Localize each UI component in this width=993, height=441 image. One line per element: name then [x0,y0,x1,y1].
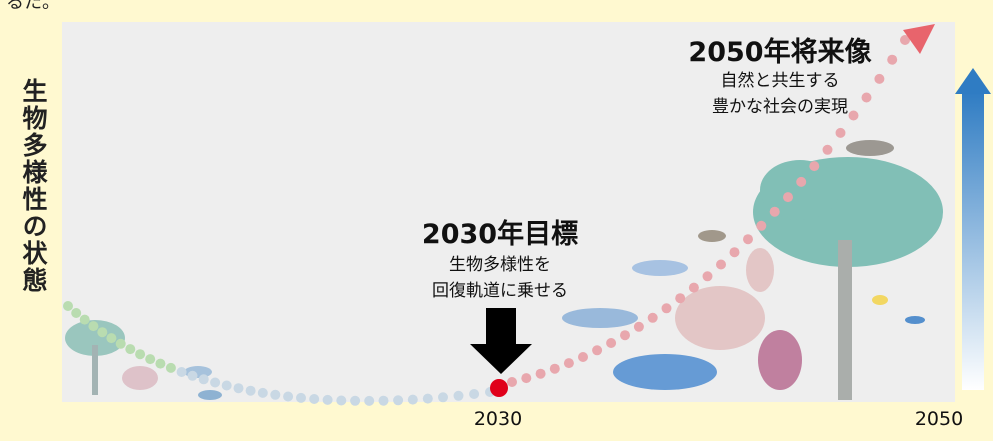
curve-dot [507,377,517,387]
curve-dot [245,385,256,396]
goal-2030-subtitle-line2: 回復軌道に乗せる [432,281,568,301]
target-2030-marker [490,379,508,397]
curve-dot [549,363,560,374]
curve-dot [364,395,375,406]
curve-dot [469,389,480,399]
curve-dot [438,392,448,403]
goal-2030-title: 2030年目標 [421,219,579,250]
curve-dot [115,338,126,349]
curve-dot [233,383,244,394]
decline-dots [176,367,495,406]
curve-dot [835,127,846,138]
trend-arrow-icon [903,24,935,54]
curve-dot [221,380,232,391]
recovery-dots [507,35,910,387]
curve-dot [453,390,464,401]
curve-dot [322,394,333,405]
curve-dot [661,303,672,314]
curve-dot [756,220,767,231]
curve-dot [822,144,833,155]
curve-dot [106,333,117,344]
curve-dot [606,338,617,348]
curve-dot [716,259,726,270]
curve-dot [620,330,630,341]
curve-dot [88,321,99,332]
curve-dot [350,395,361,406]
curve-dot [848,110,859,121]
goal-2030-subtitle-line1: 生物多様性を [449,255,551,275]
right-wildlife-illustration [562,140,943,400]
curve-dot [578,352,588,362]
curve-dot [874,73,885,84]
curve-dot [198,374,209,385]
curve-dot [796,176,807,187]
curve-dot [155,358,166,369]
x-tick-2050: 2050 [914,408,964,430]
x-tick-2030: 2030 [473,408,523,430]
curve-dot [729,247,740,258]
curve-dot [79,314,90,325]
curve-dot [63,301,73,311]
curve-dot [702,271,713,282]
top-text-fragment: るた。 [6,0,60,13]
goal-2050-subtitle-line1: 自然と共生する [720,71,840,91]
curve-dot [97,327,108,338]
curve-dot [535,368,546,379]
goal-2050-title: 2050年将来像 [688,37,872,68]
curve-dot [809,161,820,172]
curve-dot [125,344,136,355]
curve-dot [633,321,644,332]
curve-dot [688,282,699,293]
curve-dot [283,391,294,402]
curve-dot [393,395,404,406]
curve-dot [378,395,389,406]
curve-dot [783,192,793,203]
curve-dot [887,54,898,65]
curve-dot [296,392,306,403]
curve-dot [861,92,872,103]
up-arrow-icon [955,68,991,390]
early-decline-dots [63,301,176,373]
goal-2050-subtitle-line2: 豊かな社会の実現 [712,97,848,117]
curve-dot [309,394,320,404]
curve-dot [165,362,176,373]
curve-dot [647,312,658,323]
curve-dot [743,234,753,245]
left-wildlife-illustration [65,320,222,400]
curve-dot [71,308,82,318]
curve-dot [270,389,281,400]
curve-dot [563,358,574,369]
curve-dot [145,354,156,365]
curve-dot [900,35,910,45]
curve-dot [257,387,268,398]
curve-dot [336,395,347,406]
curve-dot [210,377,221,388]
curve-dot [422,393,433,404]
curve-dot [176,367,187,377]
curve-dot [769,206,780,217]
curve-dot [187,370,198,381]
down-arrow-icon [470,308,532,374]
curve-dot [521,373,532,384]
y-axis-label: 生物多様性の状態 [19,78,48,294]
curve-dot [592,345,603,356]
curve-dot [135,349,146,360]
curve-dot [407,394,418,405]
curve-dot [675,293,686,304]
